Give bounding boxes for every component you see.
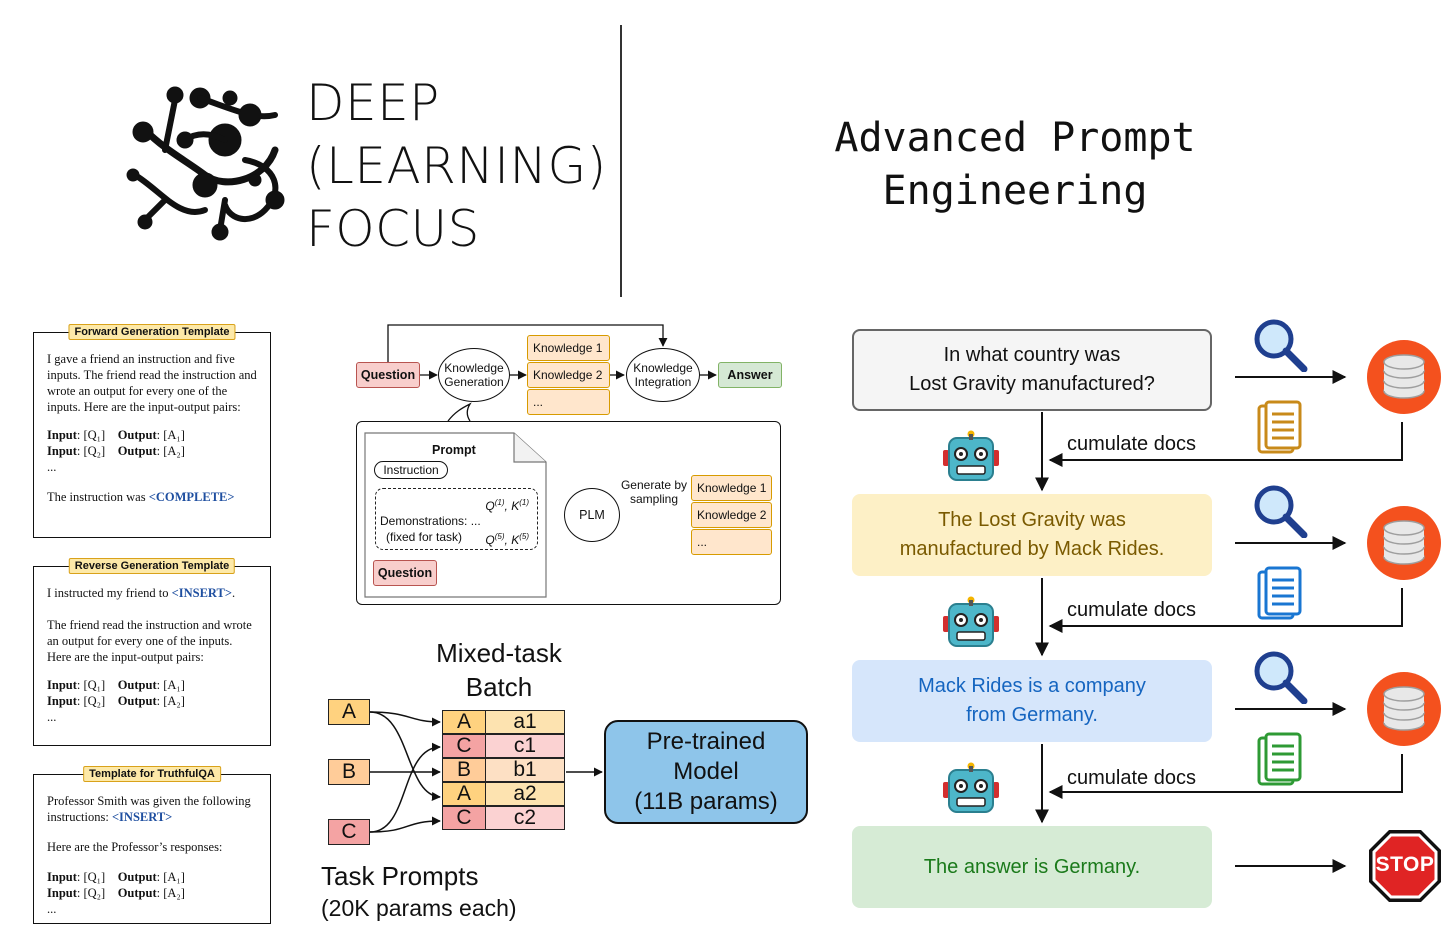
template-title: Reverse Generation Template	[68, 558, 236, 574]
batch-item-cell: c2	[485, 806, 565, 830]
insert-placeholder: <INSERT>	[171, 586, 232, 600]
stop-label: STOP	[1375, 853, 1435, 876]
page-title: Advanced Prompt Engineering	[780, 112, 1250, 218]
truthfulqa-template: Template for TruthfulQA Professor Smith …	[33, 766, 271, 924]
brand-line: (LEARNING)	[306, 137, 607, 195]
task-prompt-a: A	[328, 699, 370, 725]
template-ellipsis: ...	[47, 460, 57, 474]
document-icon	[1257, 400, 1302, 454]
output-knowledge-1-box: Knowledge 1	[691, 475, 772, 501]
template-paragraph: The friend read the instruction and wrot…	[47, 618, 252, 664]
brand-wordmark: DEEP (LEARNING) FOCUS	[306, 72, 607, 261]
template-paragraph: Here are the Professor’s responses:	[47, 840, 223, 854]
page-title-line: Engineering	[882, 168, 1148, 214]
knowledge-2-box: Knowledge 2	[527, 362, 610, 388]
io-row: Input: [Q₂] Output: [A₂]	[47, 694, 185, 708]
template-ellipsis: ...	[47, 902, 57, 916]
robot-icon	[943, 430, 999, 481]
io-row: Input: [Q₂] Output: [A₂]	[47, 444, 185, 458]
database-icon	[1367, 506, 1441, 580]
magnifier-icon	[1254, 485, 1308, 538]
cumulate-docs-label: cumulate docs	[1067, 599, 1196, 621]
instruction-box: Instruction	[374, 461, 448, 479]
template-title: Template for TruthfulQA	[83, 766, 221, 782]
batch-item-cell: c1	[485, 734, 565, 758]
knowledge-more-box: ...	[527, 389, 610, 415]
forward-generation-template: Forward Generation Template I gave a fri…	[33, 324, 271, 538]
robot-icon	[943, 762, 999, 813]
answer-box: Answer	[718, 362, 782, 388]
output-knowledge-more-box: ...	[691, 529, 772, 555]
io-row: Input: [Q₁] Output: [A₁]	[47, 428, 185, 442]
task-prompts-caption: Task Prompts (20K params each)	[321, 861, 517, 921]
prompt-question-box: Question	[373, 560, 437, 586]
plm-node: PLM	[564, 488, 620, 542]
database-icon	[1367, 672, 1441, 746]
knowledge-1-box: Knowledge 1	[527, 335, 610, 361]
prompt-title: Prompt	[432, 443, 476, 457]
batch-item-cell: b1	[485, 758, 565, 782]
cumulate-docs-label: cumulate docs	[1067, 433, 1196, 455]
stop-sign-icon	[1369, 830, 1441, 902]
output-knowledge-2-box: Knowledge 2	[691, 502, 772, 528]
template-closing: The instruction was <COMPLETE>	[47, 490, 235, 504]
document-icon	[1257, 732, 1302, 786]
title-divider	[620, 25, 622, 297]
template-paragraph: I gave a friend an instruction and five …	[47, 352, 257, 414]
robot-icon	[943, 596, 999, 647]
brand-line: DEEP	[306, 74, 440, 132]
task-prompt-c: C	[328, 819, 370, 845]
template-ellipsis: ...	[47, 710, 57, 724]
template-title: Forward Generation Template	[68, 324, 236, 340]
complete-placeholder: <COMPLETE>	[148, 490, 235, 504]
insert-placeholder: <INSERT>	[111, 810, 173, 824]
page-title-line: Advanced Prompt	[834, 115, 1196, 161]
batch-task-cell: B	[442, 758, 486, 782]
batch-task-cell: A	[442, 782, 486, 806]
brand-logo-icon	[126, 86, 285, 241]
retrieval-final-answer: The answer is Germany.	[852, 826, 1212, 908]
batch-task-cell: C	[442, 734, 486, 758]
io-row: Input: [Q₁] Output: [A₁]	[47, 678, 185, 692]
question-box: Question	[356, 362, 420, 388]
batch-task-cell: A	[442, 710, 486, 734]
database-icon	[1367, 340, 1441, 414]
batch-item-cell: a1	[485, 710, 565, 734]
template-intro: I instructed my friend to <INSERT>.	[47, 586, 236, 600]
magnifier-icon	[1254, 651, 1308, 704]
template-intro: Professor Smith was given the following …	[47, 794, 251, 824]
task-prompt-b: B	[328, 759, 370, 785]
io-row: Input: [Q₁] Output: [A₁]	[47, 870, 185, 884]
io-row: Input: [Q₂] Output: [A₂]	[47, 886, 185, 900]
magnifier-icon	[1254, 319, 1308, 372]
batch-item-cell: a2	[485, 782, 565, 806]
cumulate-docs-label: cumulate docs	[1067, 767, 1196, 789]
document-icon	[1257, 566, 1302, 620]
reverse-generation-template: Reverse Generation Template I instructed…	[33, 558, 271, 746]
brand-line: FOCUS	[306, 200, 480, 258]
demonstrations-box: Q(1), K(1) Demonstrations: ... (fixed fo…	[375, 488, 538, 550]
batch-task-cell: C	[442, 806, 486, 830]
